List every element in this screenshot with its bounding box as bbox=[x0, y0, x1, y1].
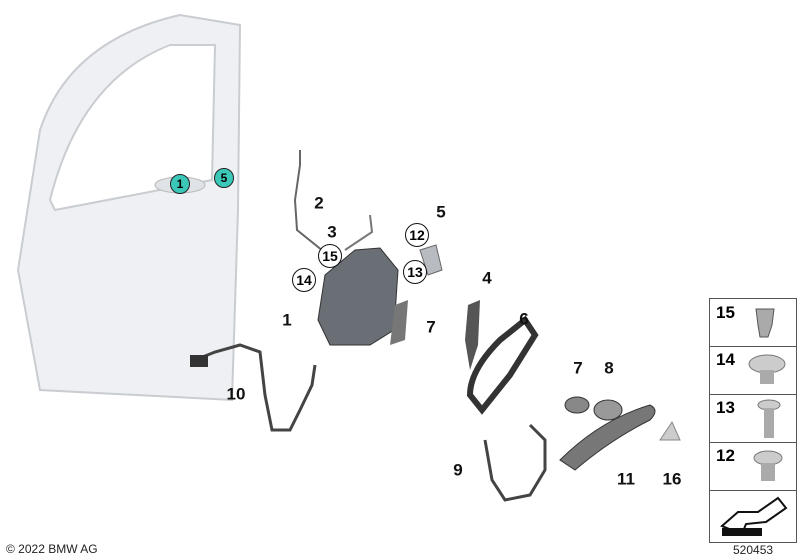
screw-icon bbox=[753, 450, 783, 481]
callout-16: 16 bbox=[662, 469, 682, 489]
screw-icon bbox=[757, 399, 781, 438]
callout-1: 1 bbox=[282, 310, 292, 330]
legend-label: 15 bbox=[716, 303, 735, 322]
bracket-part-4 bbox=[465, 300, 480, 370]
door-shell bbox=[16, 13, 242, 402]
door-marker-1: 1 bbox=[170, 174, 190, 194]
callout-3: 3 bbox=[327, 222, 337, 242]
handle-carrier-part-6 bbox=[466, 315, 539, 415]
callout-6: 6 bbox=[519, 309, 529, 329]
legend-label: 12 bbox=[716, 446, 735, 465]
rod-part-2 bbox=[293, 150, 329, 256]
door-marker-5: 5 bbox=[214, 168, 234, 188]
legend-label: 14 bbox=[716, 350, 735, 369]
circled-callout-15: 15 bbox=[318, 244, 342, 268]
bowden-cable-part-9 bbox=[483, 423, 547, 502]
cable-connector bbox=[190, 355, 208, 367]
clip-nut-icon bbox=[755, 308, 775, 338]
direction-arrow-cell bbox=[710, 490, 796, 542]
cover-part-16 bbox=[659, 420, 681, 441]
bracket-part-7 bbox=[390, 300, 408, 345]
callout-10: 10 bbox=[226, 384, 246, 404]
copyright: © 2022 BMW AG bbox=[6, 542, 98, 556]
legend-item-15: 15 bbox=[710, 299, 796, 347]
bowden-cable-part-10 bbox=[194, 343, 317, 432]
callout-7: 7 bbox=[426, 317, 436, 337]
callout-9: 9 bbox=[453, 460, 463, 480]
legend-item-14: 14 bbox=[710, 346, 796, 395]
callout-5: 5 bbox=[436, 202, 446, 222]
legend-item-12: 12 bbox=[710, 442, 796, 491]
door-handle-part-11 bbox=[559, 404, 656, 471]
callout-4: 4 bbox=[482, 268, 492, 288]
diagram-number: 520453 bbox=[733, 543, 774, 557]
callout-2: 2 bbox=[314, 193, 324, 213]
circled-callout-13: 13 bbox=[403, 260, 427, 284]
legend-item-13: 13 bbox=[710, 394, 796, 443]
legend-label: 13 bbox=[716, 398, 735, 417]
fastener-legend: 15 14 13 12 bbox=[709, 298, 797, 543]
callout-11: 11 bbox=[617, 469, 635, 489]
screw-icon bbox=[748, 354, 786, 384]
callout-8: 8 bbox=[604, 358, 614, 378]
cap-part-7 bbox=[564, 396, 590, 414]
circled-callout-14: 14 bbox=[292, 268, 316, 292]
callout-7-cap: 7 bbox=[573, 358, 583, 378]
circled-callout-12: 12 bbox=[405, 223, 429, 247]
direction-arrow-icon bbox=[720, 496, 788, 536]
cap-part-8 bbox=[593, 399, 623, 421]
cable-part-3 bbox=[344, 214, 374, 251]
